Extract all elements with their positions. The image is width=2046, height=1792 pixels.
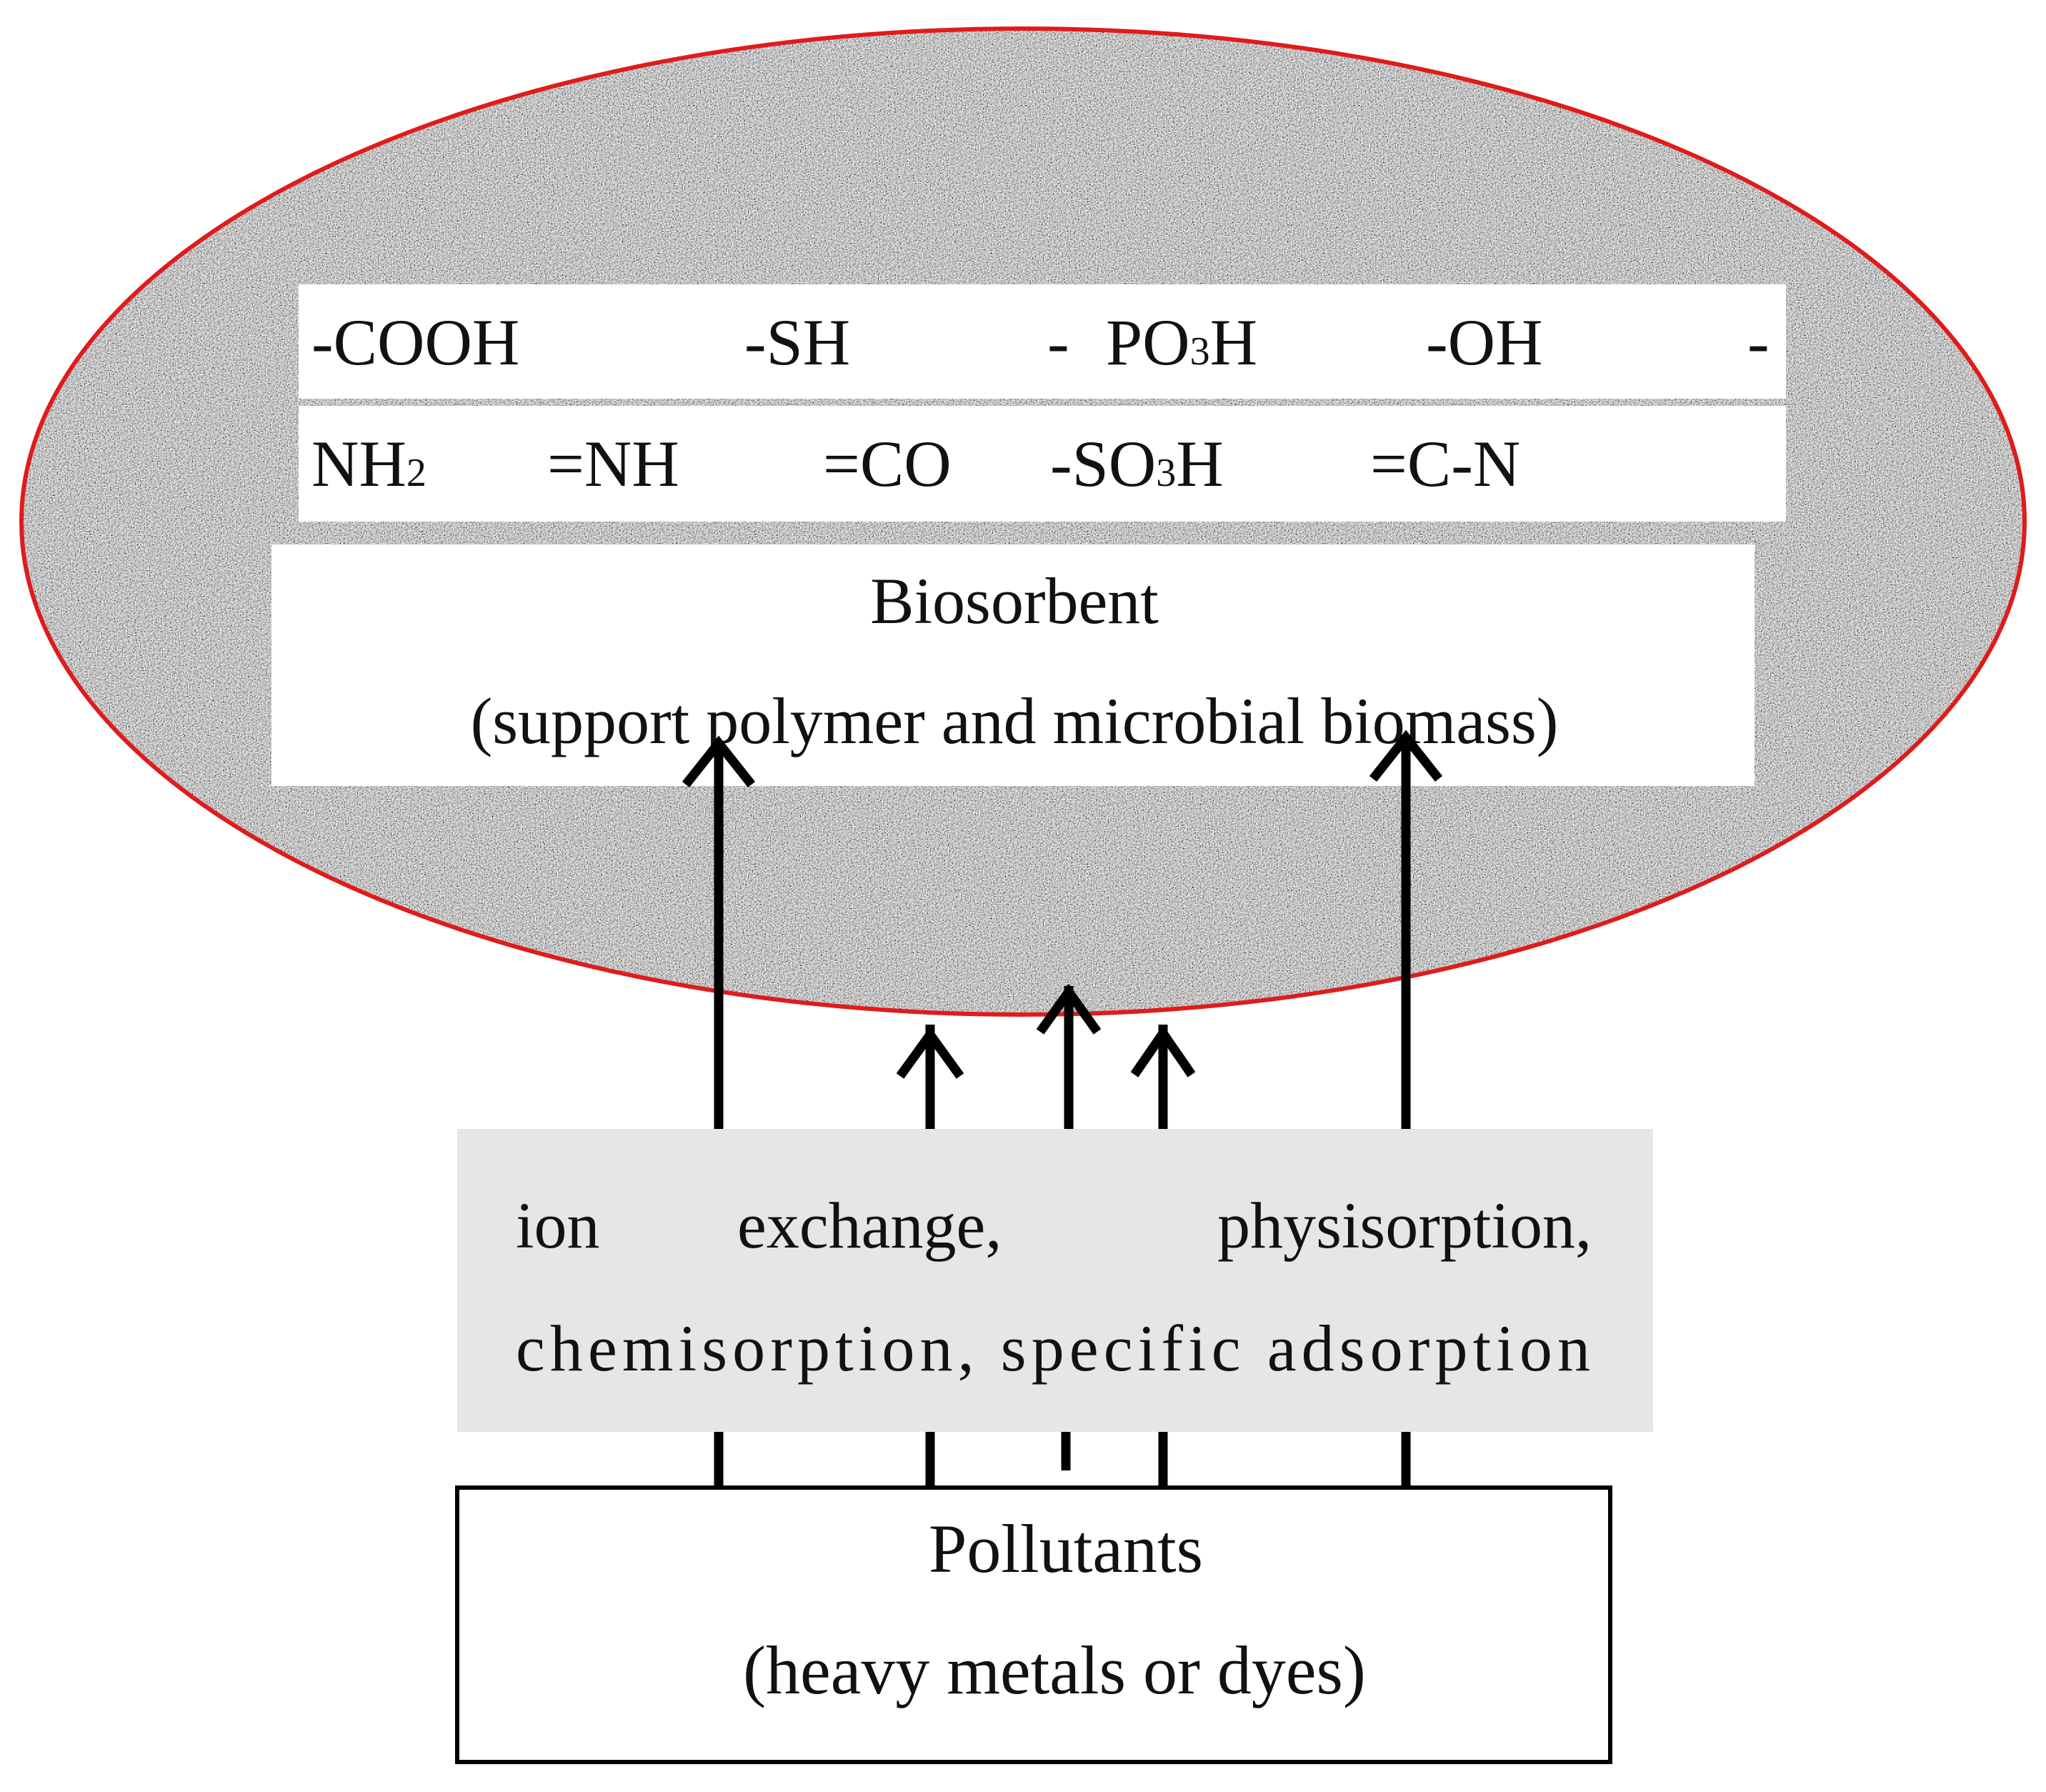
arrow-5 bbox=[1369, 730, 1443, 1129]
mechanism-word-ion: ion bbox=[516, 1189, 600, 1262]
pollutants-subtitle: (heavy metals or dyes) bbox=[743, 1632, 1366, 1708]
arrow-3 bbox=[1036, 983, 1102, 1129]
mechanism-box bbox=[457, 1129, 1653, 1432]
biosorbent-subtitle: (support polymer and microbial biomass) bbox=[471, 685, 1559, 757]
functional-groups-row1-box bbox=[299, 284, 1786, 399]
sorption-arrows bbox=[682, 730, 1443, 1129]
functional-groups-row1: -COOH -SH - PO3H -OH - bbox=[311, 306, 1770, 379]
functional-groups-row2: NH2 =NH =CO -SO3H =C-N bbox=[311, 427, 1520, 500]
group-so3h: -SO3H bbox=[1050, 427, 1224, 500]
group-trailing-dash: - bbox=[1747, 306, 1770, 379]
pollutants-title: Pollutants bbox=[929, 1510, 1203, 1587]
group-nh: =NH bbox=[547, 427, 679, 500]
arrow-1 bbox=[682, 735, 756, 1129]
mechanism-word-exchange: exchange, bbox=[737, 1189, 1002, 1262]
group-nh2: NH2 bbox=[311, 427, 426, 500]
biosorbent-title: Biosorbent bbox=[870, 564, 1159, 637]
pollutants-box bbox=[455, 1485, 1612, 1764]
group-oh: -OH bbox=[1426, 306, 1543, 379]
biosorbent-label-box bbox=[271, 544, 1755, 786]
biosorbent-outline bbox=[19, 26, 2027, 1017]
arrow-2 bbox=[896, 1025, 964, 1129]
biosorbent-particle bbox=[19, 26, 2027, 1017]
functional-groups-row2-box bbox=[299, 406, 1786, 522]
group-cn: =C-N bbox=[1370, 427, 1520, 500]
group-co: =CO bbox=[823, 427, 952, 500]
group-po3h: PO3H bbox=[1106, 306, 1257, 379]
group-cooh: -COOH bbox=[311, 306, 519, 379]
mechanism-line2: chemisorption, specific adsorption bbox=[516, 1312, 1590, 1385]
connector-stubs bbox=[714, 1432, 1411, 1488]
mechanism-text: ion exchange, physisorption, chemisorpti… bbox=[516, 1189, 1592, 1385]
arrow-4 bbox=[1130, 1025, 1196, 1129]
mechanism-word-physisorption: physisorption, bbox=[1217, 1189, 1592, 1262]
group-sh: -SH bbox=[744, 306, 850, 379]
group-po3h-dash: - bbox=[1047, 306, 1069, 379]
